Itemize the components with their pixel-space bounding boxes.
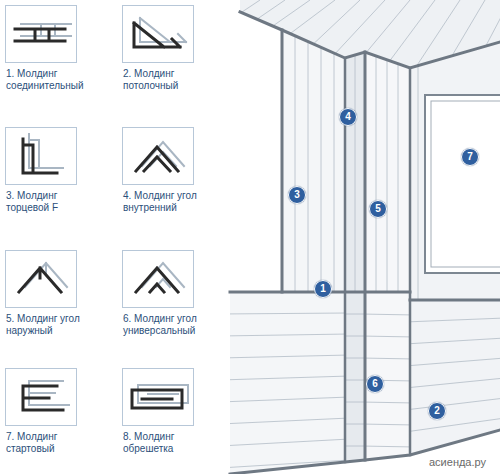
molding-caption: 3. Молдинг торцевой F [6, 190, 101, 214]
molding-box: 3. Молдинг торцевой F [5, 127, 77, 185]
callout-number: 5 [369, 200, 387, 218]
molding-box: 1. Молдинг соединительный [5, 5, 77, 63]
molding-caption: 7. Молдинг стартовый [6, 431, 101, 455]
callout-number: 6 [366, 375, 384, 393]
callout-number: 7 [461, 148, 479, 166]
molding-caption: 8. Молдинг обрешетка [123, 431, 218, 455]
callout-number: 3 [288, 186, 306, 204]
callout-number: 2 [428, 402, 446, 420]
molding-box: 2. Молдинг потолочный [122, 5, 194, 63]
molding-caption: 5. Молдинг угол наружный [6, 313, 101, 337]
molding-caption: 1. Молдинг соединительный [6, 68, 101, 92]
callout-number: 1 [314, 280, 332, 298]
molding-box: 4. Молдинг угол внутренний [122, 127, 194, 185]
callout-number: 4 [339, 108, 357, 126]
molding-box: 7. Молдинг стартовый [5, 368, 77, 426]
molding-caption: 6. Молдинг угол универсальный [123, 313, 218, 337]
molding-box: 5. Молдинг угол наружный [5, 250, 77, 308]
molding-caption: 2. Молдинг потолочный [123, 68, 218, 92]
molding-box: 6. Молдинг угол универсальный [122, 250, 194, 308]
watermark: асиенда.ру [428, 456, 487, 469]
molding-caption: 4. Молдинг угол внутренний [123, 190, 218, 214]
molding-box: 8. Молдинг обрешетка [122, 368, 194, 426]
